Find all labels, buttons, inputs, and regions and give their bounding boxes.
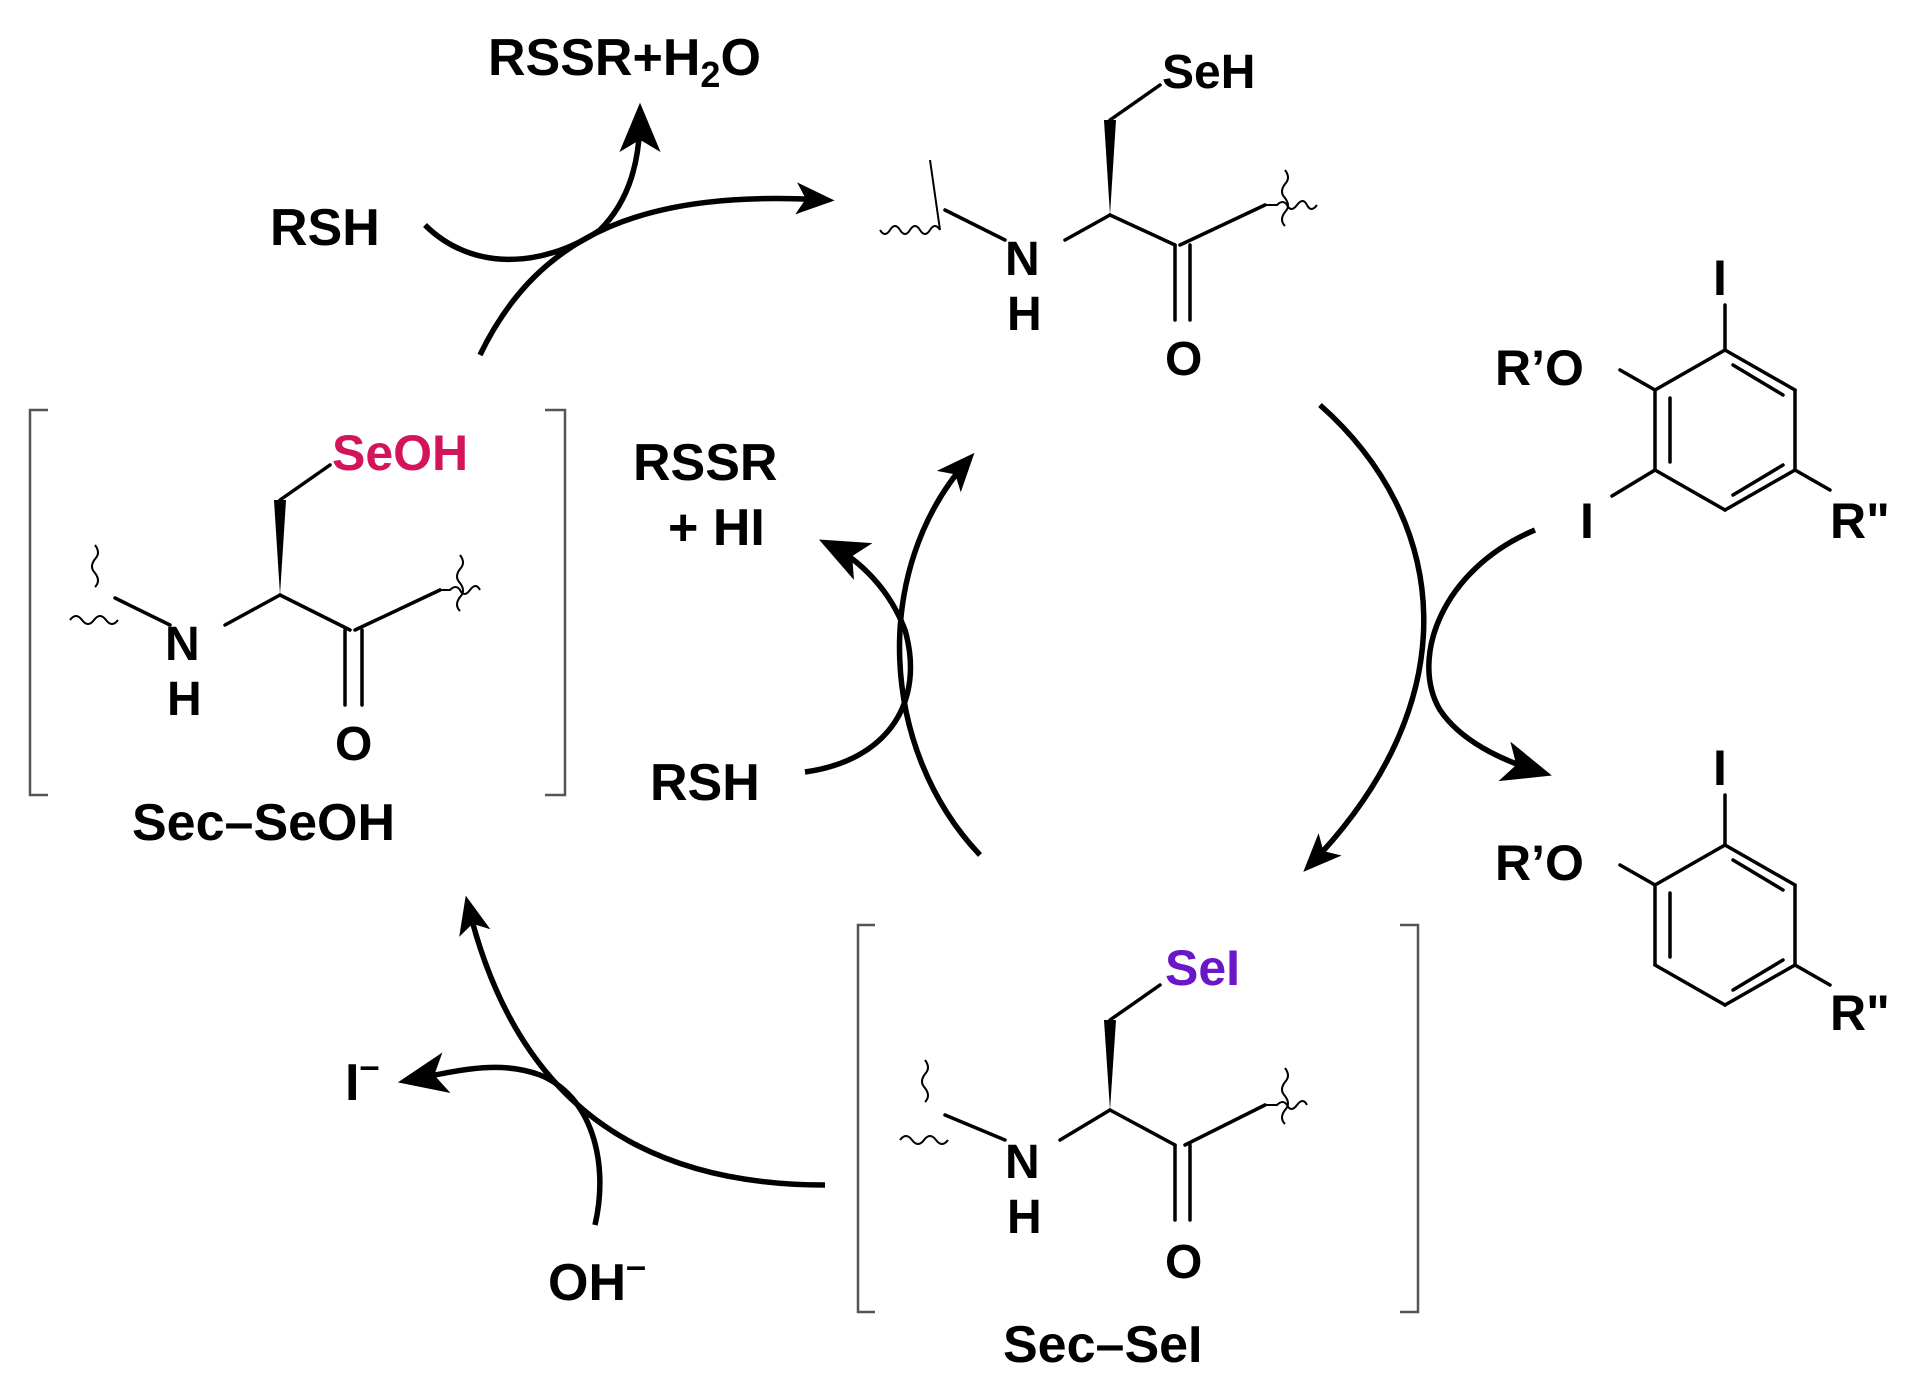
h-label: H [167,673,202,726]
bracket-bottom-close [1400,923,1420,1314]
iodine-label: I [1580,493,1594,549]
inner-thiol-label: RSH [650,754,760,812]
o-label: O [1165,333,1202,386]
bracket-left-open [28,408,48,797]
o-label: O [335,718,372,771]
o-label: O [1165,1236,1202,1289]
hydroxide-label: OH– [548,1245,646,1312]
inner-byproduct-line1: RSSR [633,434,777,492]
se-label: SeH [1162,46,1255,99]
h-label: H [1007,1191,1042,1244]
substrate-structure: I R’O I R" [1495,250,1890,549]
arrow-rsh-in-top [423,102,661,263]
wedge-bond [1104,120,1116,215]
top-thiol-label: RSH [270,199,380,257]
oxy-label: R’O [1495,835,1584,891]
sec-sei-structure: SeI N H O Sec–SeI [856,923,1420,1374]
compound-name: Sec–SeI [1003,1316,1203,1374]
iodine-label: I [1713,740,1727,796]
r-group-label: R" [1830,985,1890,1041]
iodide-label: I– [345,1045,379,1112]
se-label: SeI [1165,940,1240,996]
n-label: N [1005,233,1040,286]
product-structure: I R’O R" [1495,740,1890,1041]
n-label: N [1005,1136,1040,1189]
sec-seoh-structure: SeOH N H O Sec–SeOH [28,408,567,852]
arrow-seoh-to-seh [477,182,835,357]
arrow-seh-to-sei [1303,402,1427,872]
bracket-bottom-open [856,923,875,1314]
wavy-bond-right [1265,169,1318,227]
arrow-sei-to-seoh [459,895,826,1188]
arrow-rsh-in-middle [804,539,914,775]
arrow-substrate-in [1426,527,1552,782]
top-byproduct-label: RSSR+H2O [488,29,761,95]
bracket-left-close [545,408,567,797]
reagent-labels: RSSR+H2O RSH RSSR + HI RSH I– OH– [270,29,777,1312]
inner-byproduct-line2: + HI [668,499,765,557]
arrow-oh-in [397,1052,603,1226]
compound-name: Sec–SeOH [132,794,395,852]
r-group-label: R" [1830,493,1890,549]
oxy-label: R’O [1495,340,1584,396]
se-label: SeOH [332,425,468,481]
sec-seh-structure: SeH N H O [879,46,1318,386]
wavy-bond-left [879,159,941,235]
n-label: N [165,618,200,671]
h-label: H [1007,288,1042,341]
arrow-sei-to-seh [896,452,982,857]
iodine-label: I [1713,250,1727,306]
